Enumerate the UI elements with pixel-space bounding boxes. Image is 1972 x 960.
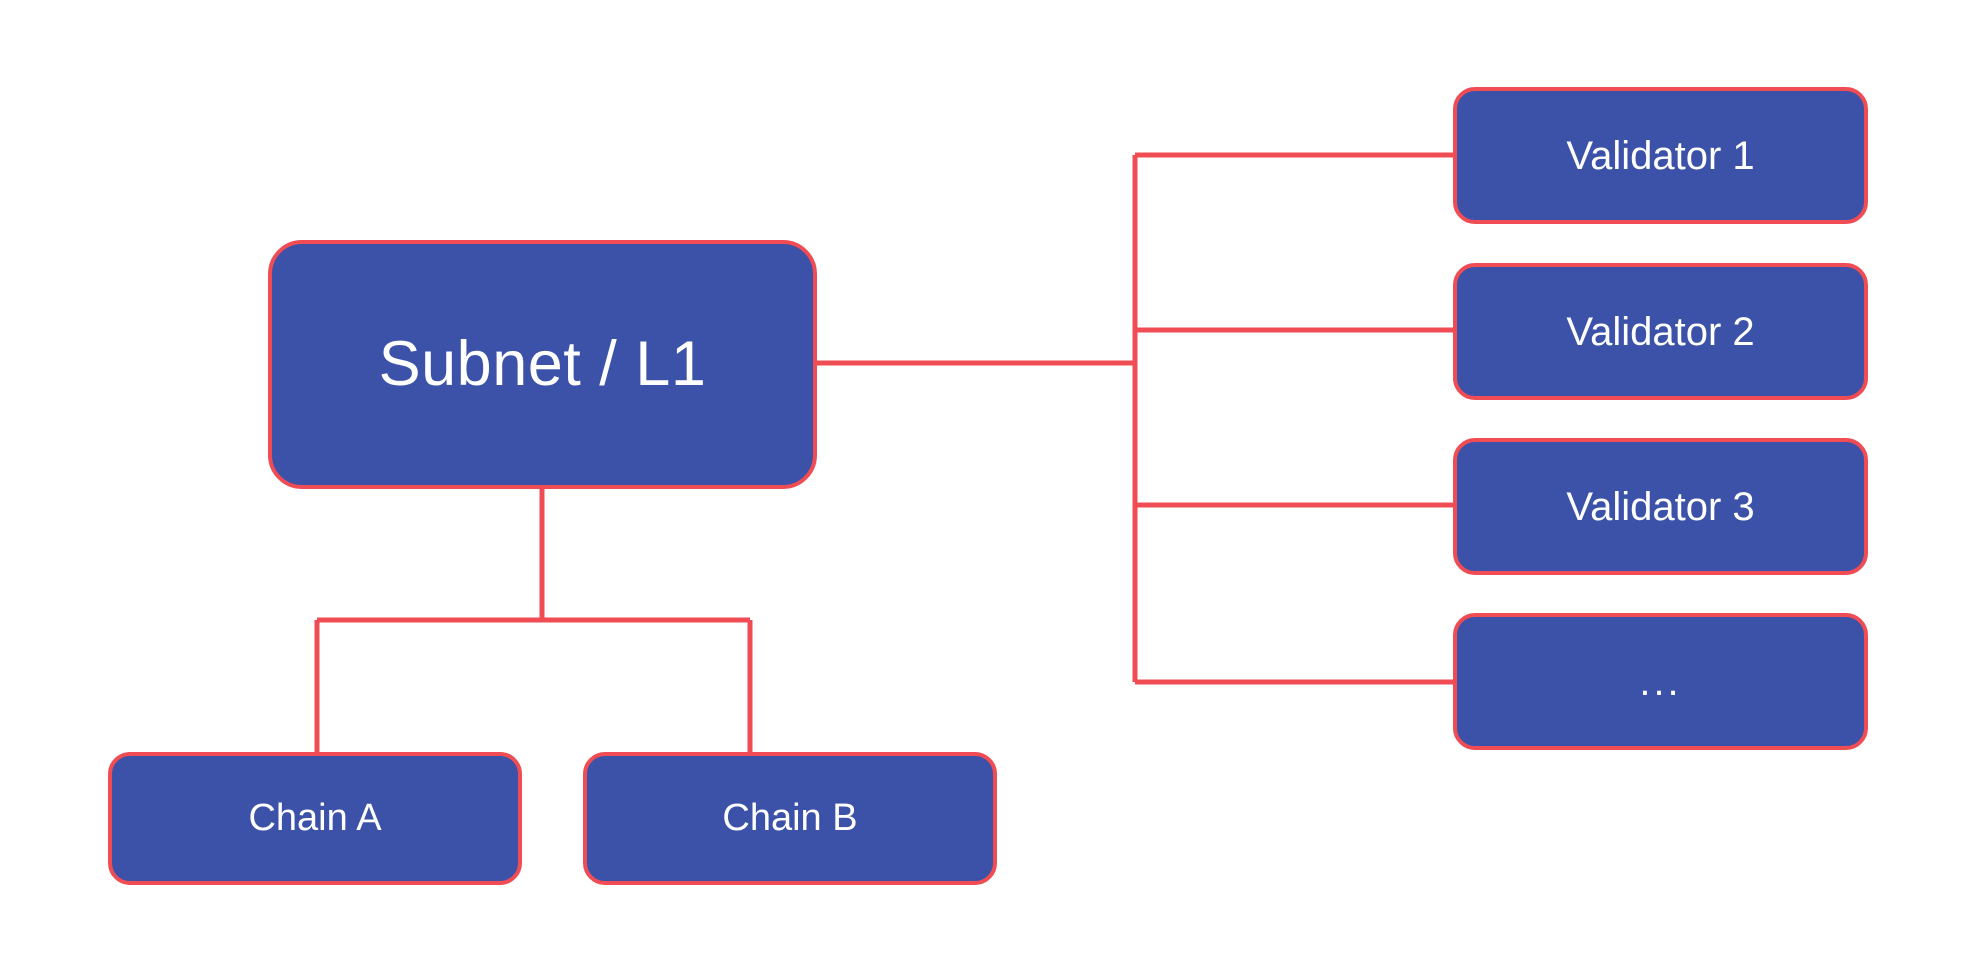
node-chain-b[interactable]: Chain B [583,752,997,885]
node-subnet-l1-label: Subnet / L1 [378,328,707,399]
node-chain-a[interactable]: Chain A [108,752,522,885]
node-validator-1[interactable]: Validator 1 [1453,87,1868,224]
node-validator-3-label: Validator 3 [1566,484,1755,529]
node-validator-3[interactable]: Validator 3 [1453,438,1868,575]
node-validator-1-label: Validator 1 [1566,133,1755,178]
node-validator-2[interactable]: Validator 2 [1453,263,1868,400]
node-validator-2-label: Validator 2 [1566,309,1755,354]
node-validator-more[interactable]: ... [1453,613,1868,750]
node-chain-a-label: Chain A [248,796,382,839]
node-subnet-l1[interactable]: Subnet / L1 [268,240,817,489]
node-validator-more-label: ... [1639,659,1682,704]
node-chain-b-label: Chain B [722,796,858,839]
